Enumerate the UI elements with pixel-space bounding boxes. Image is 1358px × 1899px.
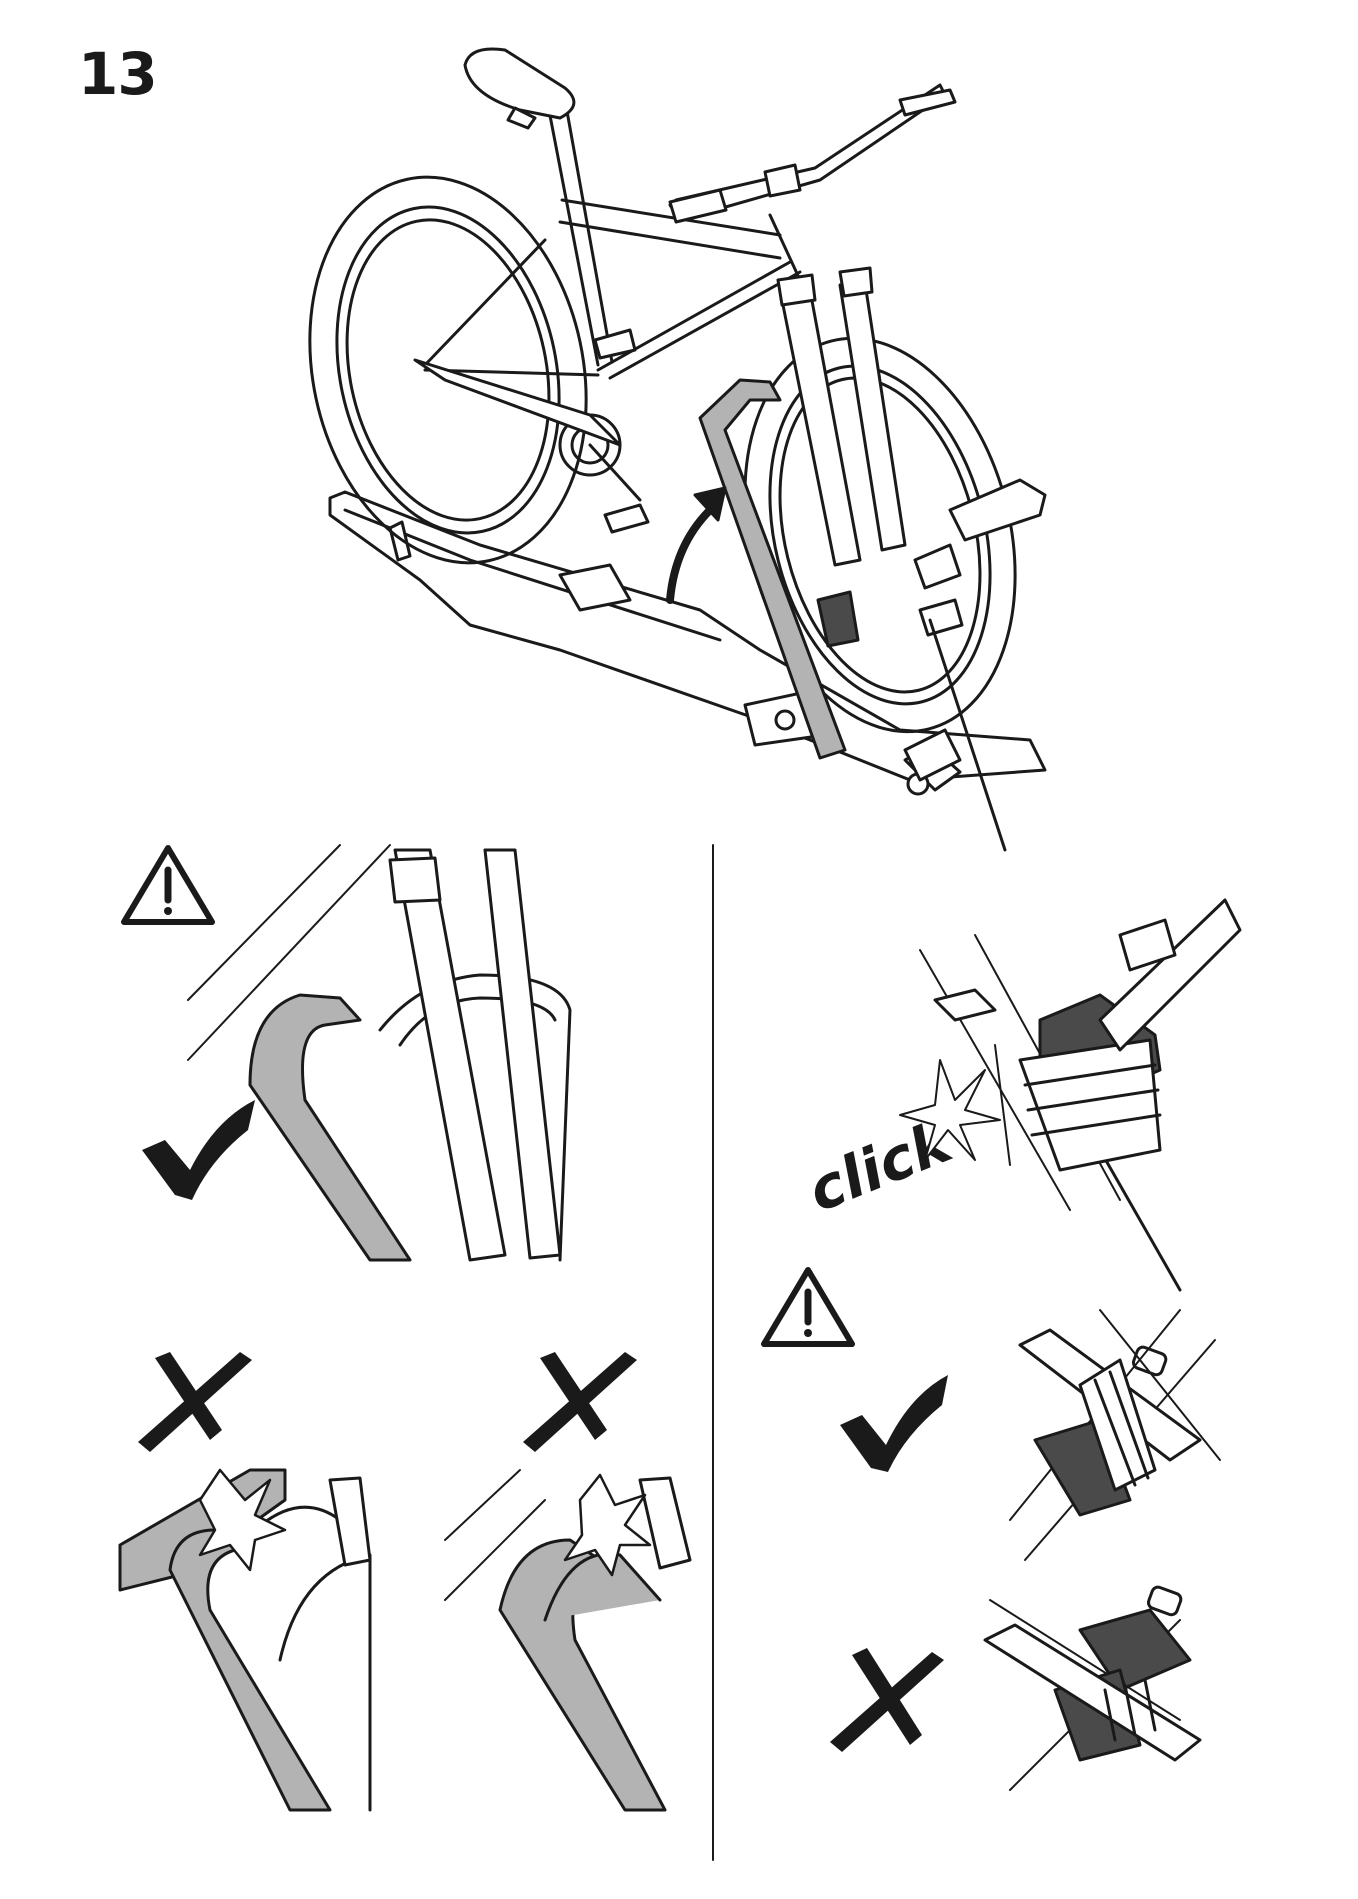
warning-triangle-icon (121, 845, 215, 925)
strap-wrong-illustration (983, 1585, 1202, 1791)
strap-position-panel (761, 1267, 1221, 1791)
strap-correct-illustration (1009, 1309, 1221, 1561)
click-detail-panel: click (799, 898, 1242, 1292)
cross-icon (138, 1352, 252, 1452)
warning-triangle-icon (761, 1267, 855, 1347)
front-wheel-clamp (913, 478, 1047, 852)
strap-click-illustration (919, 898, 1242, 1292)
rear-wheel (308, 175, 588, 565)
arm-wrong-illustration-1 (118, 1468, 372, 1812)
arm-wrong-illustration-2 (444, 1469, 692, 1812)
cross-icon (830, 1648, 944, 1752)
handlebar (668, 83, 957, 224)
bike-on-rack-scene (308, 47, 1047, 852)
cross-icon (523, 1352, 637, 1452)
wheel-holder-arm (698, 378, 962, 782)
rotate-up-arrow (666, 506, 714, 604)
correct-arm-position-panel (121, 844, 572, 1262)
drivetrain (413, 328, 650, 534)
checkmark-icon (142, 1100, 255, 1200)
arm-correct-illustration (187, 844, 572, 1262)
checkmark-icon (840, 1375, 948, 1472)
step-number: 13 (78, 40, 158, 108)
arrow-head (693, 486, 727, 522)
bike-seat (463, 47, 576, 130)
wrong-arm-positions-panel (118, 1352, 692, 1812)
front-fork (776, 266, 907, 567)
click-starburst-icon (899, 1059, 1001, 1161)
